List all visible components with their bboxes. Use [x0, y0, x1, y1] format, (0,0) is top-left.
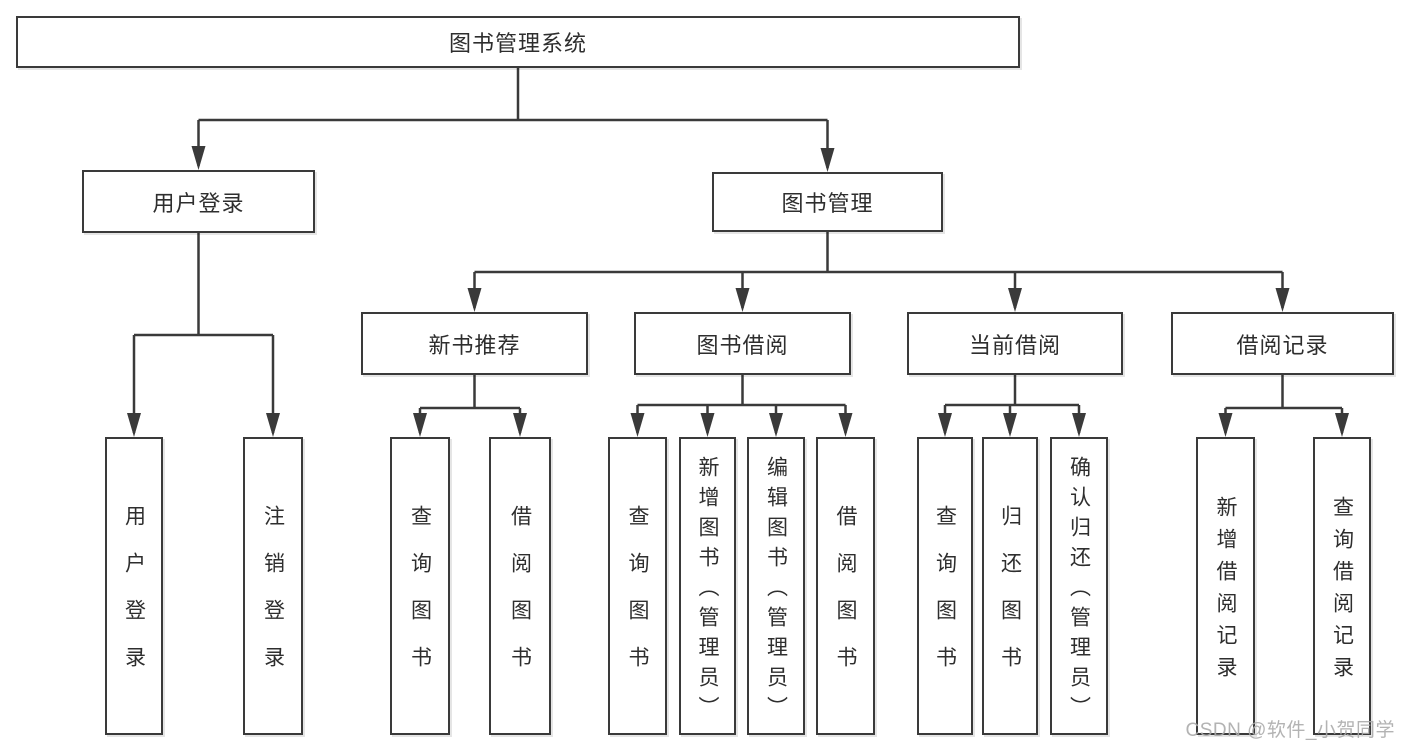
leaf-user-login: 用户登录	[105, 437, 163, 735]
node-book-management: 图书管理	[712, 172, 943, 232]
node-library-management-system: 图书管理系统	[16, 16, 1020, 68]
leaf-borrow-books: 借阅图书	[816, 437, 875, 735]
leaf-add-borrow-record: 新增借阅记录	[1196, 437, 1255, 735]
leaf-label: 查询图书	[626, 505, 649, 693]
leaf-label: 查询借阅记录	[1330, 495, 1354, 688]
leaf-add-books-admin: 新增图书（管理员）	[679, 437, 736, 735]
node-label: 当前借阅	[968, 332, 1061, 358]
leaf-return-books: 归还图书	[982, 437, 1038, 735]
node-borrowing-records: 借阅记录	[1171, 312, 1394, 375]
node-label: 图书管理	[781, 191, 874, 216]
node-label: 借阅记录	[1236, 332, 1329, 358]
node-label: 新书推荐	[428, 332, 521, 358]
csdn-watermark: CSDN @软件_小贺同学	[1185, 720, 1395, 741]
leaf-query-books-current: 查询图书	[917, 437, 973, 735]
leaf-label: 注销登录	[261, 505, 285, 693]
leaf-label: 查询图书	[933, 505, 957, 693]
node-new-book-recommendation: 新书推荐	[361, 312, 588, 375]
leaf-label: 查询图书	[408, 505, 432, 693]
leaf-query-books-borrow: 查询图书	[608, 437, 667, 735]
leaf-query-borrow-record: 查询借阅记录	[1313, 437, 1371, 735]
leaf-label: 借阅图书	[834, 505, 857, 693]
node-current-borrowing: 当前借阅	[907, 312, 1123, 375]
leaf-logout: 注销登录	[243, 437, 303, 735]
leaf-label: 归还图书	[998, 505, 1022, 693]
leaf-label: 编辑图书（管理员）	[764, 455, 788, 726]
leaf-label: 新增图书（管理员）	[696, 455, 719, 726]
node-label: 图书管理系统	[448, 31, 587, 56]
leaf-label: 确认归还（管理员）	[1067, 455, 1091, 726]
leaf-label: 用户登录	[122, 505, 146, 693]
leaf-confirm-return-admin: 确认归还（管理员）	[1050, 437, 1108, 735]
leaf-label: 新增借阅记录	[1214, 495, 1237, 688]
leaf-query-books-recommend: 查询图书	[390, 437, 450, 735]
node-user-login: 用户登录	[82, 170, 315, 233]
leaf-label: 借阅图书	[508, 505, 532, 693]
leaf-edit-books-admin: 编辑图书（管理员）	[747, 437, 805, 735]
node-book-borrowing: 图书借阅	[634, 312, 851, 375]
node-label: 用户登录	[152, 190, 245, 216]
node-label: 图书借阅	[696, 332, 789, 358]
leaf-borrow-books-recommend: 借阅图书	[489, 437, 551, 735]
